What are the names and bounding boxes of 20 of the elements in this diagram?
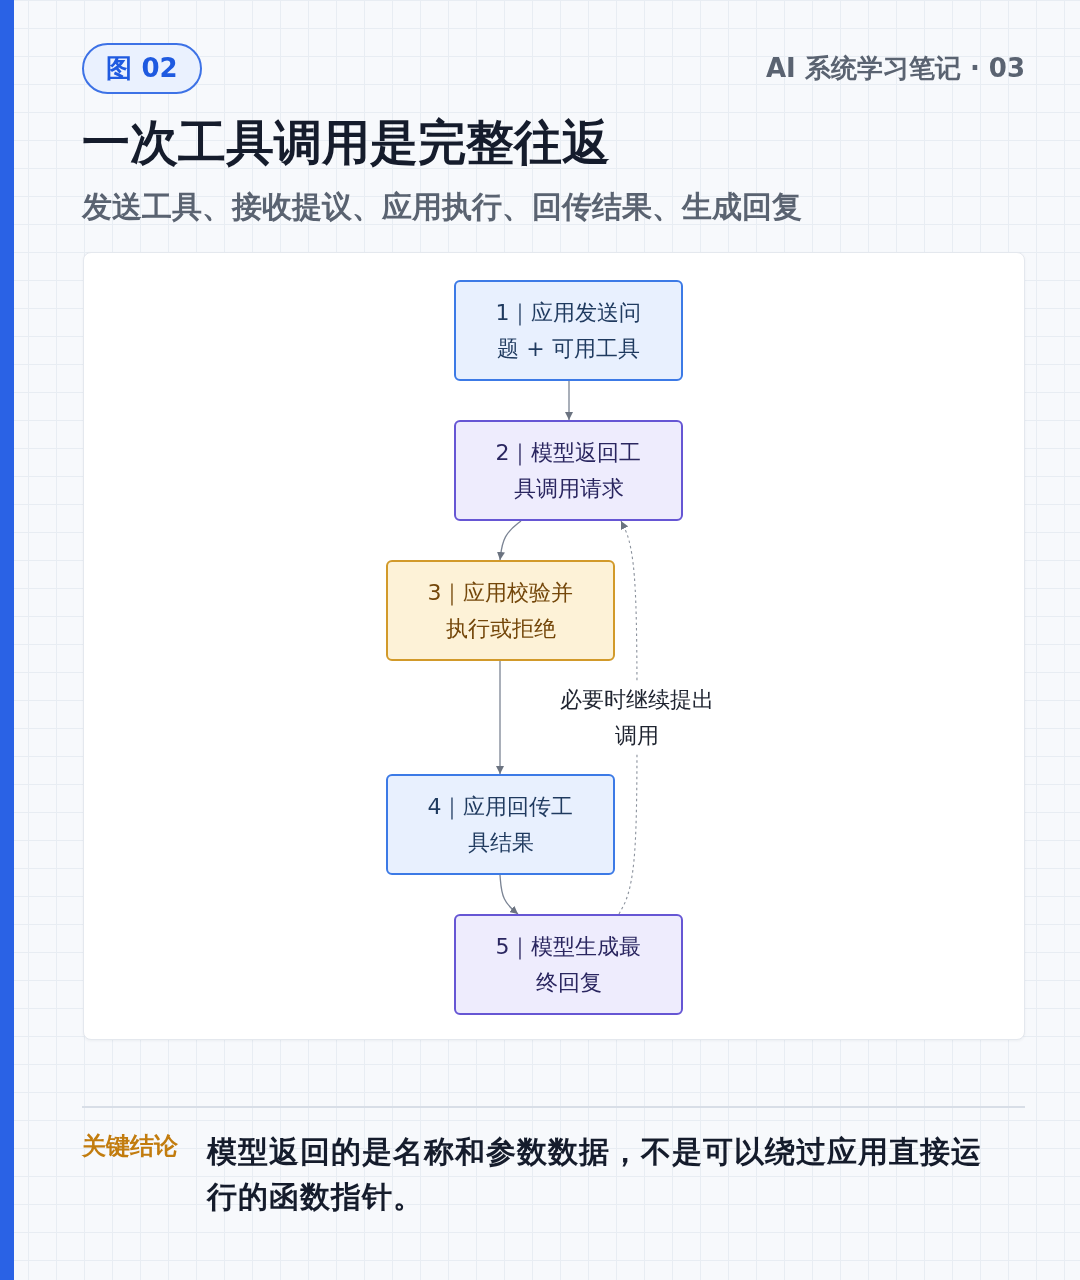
key-point-text: 模型返回的是名称和参数数据，不是可以绕过应用直接运行的函数指针。	[207, 1133, 983, 1216]
key-point-heading: 关键结论	[82, 1131, 178, 1162]
step-label: 5｜模型生成最终回复	[494, 932, 643, 997]
step-label: 1｜应用发送问题 + 可用工具	[494, 298, 643, 363]
process-box	[386, 774, 615, 875]
process-box	[454, 420, 683, 521]
step-label: 3｜应用校验并执行或拒绝	[426, 578, 575, 643]
figure-tag: 图 02	[82, 43, 202, 94]
step-label: 4｜应用回传工具结果	[426, 792, 575, 857]
step-label: 2｜模型返回工具调用请求	[494, 438, 643, 503]
process-box	[386, 560, 615, 661]
process-box	[454, 280, 683, 381]
process-box	[454, 914, 683, 1015]
series-label: AI 系统学习笔记 · 03	[766, 52, 1025, 85]
arrow	[565, 380, 573, 421]
subtitle: 发送工具、接收提议、应用执行、回传结果、生成回复	[82, 188, 802, 226]
arrow	[497, 520, 522, 561]
arrow	[496, 660, 504, 775]
title: 一次工具调用是完整往返	[82, 113, 610, 172]
arrow	[499, 874, 519, 915]
